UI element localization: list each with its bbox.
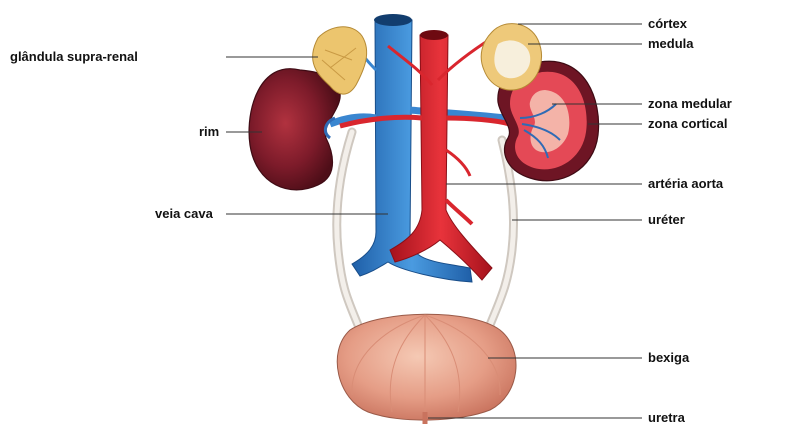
bladder bbox=[337, 314, 516, 424]
label-cortex: córtex bbox=[648, 17, 687, 31]
label-bexiga: bexiga bbox=[648, 351, 689, 365]
label-uretra: uretra bbox=[648, 411, 685, 425]
label-zona-cortical: zona cortical bbox=[648, 117, 727, 131]
label-glandula-supra-renal: glândula supra-renal bbox=[10, 50, 138, 64]
right-adrenal-gland bbox=[481, 24, 541, 90]
label-ureter: uréter bbox=[648, 213, 685, 227]
label-medula: medula bbox=[648, 37, 694, 51]
left-kidney bbox=[249, 69, 340, 190]
label-rim: rim bbox=[199, 125, 219, 139]
label-arteria-aorta: artéria aorta bbox=[648, 177, 723, 191]
label-zona-medular: zona medular bbox=[648, 97, 732, 111]
label-veia-cava: veia cava bbox=[155, 207, 213, 221]
